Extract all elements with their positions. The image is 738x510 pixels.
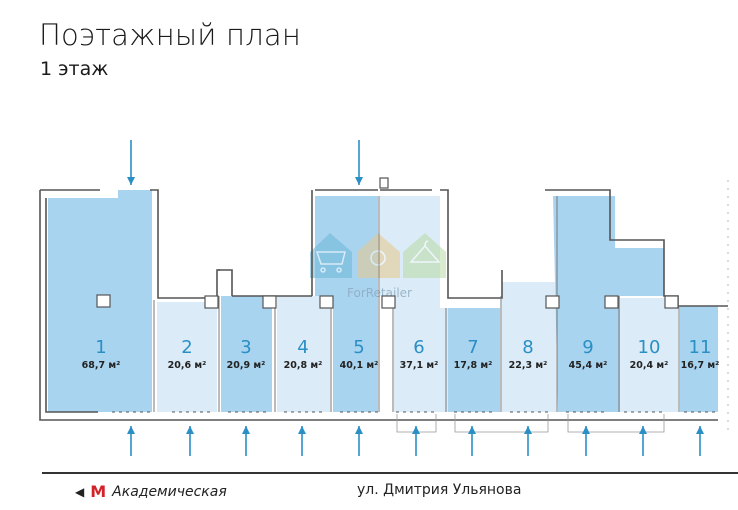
unit-3-number: 3 [240, 337, 251, 358]
metro-logo-icon: М [90, 482, 107, 501]
entrance-arrow-icon [468, 426, 476, 456]
entrance-arrow-icon [696, 426, 704, 456]
watermark-text: ForRetailer [347, 286, 412, 300]
watermark [310, 233, 446, 278]
metro-station-name: Академическая [112, 483, 227, 500]
unit-8-number: 8 [522, 337, 533, 358]
unit-6-number: 6 [413, 337, 424, 358]
unit-7-shape[interactable] [448, 308, 500, 412]
unit-2-area: 20,6 м² [168, 360, 207, 371]
unit-2-number: 2 [181, 337, 192, 358]
unit-10-number: 10 [638, 337, 661, 358]
unit-4-number: 4 [297, 337, 308, 358]
entrance-arrows [127, 140, 704, 456]
entrance-arrow-icon [298, 426, 306, 456]
unit-10-shape[interactable] [620, 298, 678, 412]
entrance-arrow-icon [582, 426, 590, 456]
plate-glyph [370, 250, 386, 266]
pillars [96, 177, 679, 309]
floor-label: 1 этаж [40, 58, 109, 80]
unit-1-number: 1 [95, 337, 106, 358]
unit-8-area: 22,3 м² [509, 360, 548, 371]
unit-2-shape[interactable] [157, 302, 217, 412]
unit-11-number: 11 [689, 337, 712, 358]
unit-4-area: 20,8 м² [284, 360, 323, 371]
unit-3-area: 20,9 м² [227, 360, 266, 371]
unit-10-area: 20,4 м² [630, 360, 669, 371]
street-line [42, 472, 738, 474]
metro-station: ◀ М Академическая [75, 482, 227, 501]
entrance-steps [396, 414, 665, 433]
unit-7-number: 7 [467, 337, 478, 358]
walls [39, 189, 728, 421]
street-name: ул. Дмитрия Ульянова [357, 482, 522, 498]
unit-4-shape[interactable] [277, 296, 330, 412]
unit-1-area: 68,7 м² [82, 360, 121, 371]
clothes-hanger-icon [403, 233, 446, 278]
unit-11-area: 16,7 м² [681, 360, 720, 371]
page-title: Поэтажный план [39, 18, 301, 52]
unit-9-number: 9 [582, 337, 593, 358]
entrance-arrow-icon [186, 426, 194, 456]
entrance-arrow-icon [524, 426, 532, 456]
unit-11-shape[interactable] [680, 306, 718, 412]
unit-5-area: 40,1 м² [340, 360, 379, 371]
unit-3-shape[interactable] [221, 296, 272, 412]
unit-6-area: 37,1 м² [400, 360, 439, 371]
partitions [153, 196, 680, 412]
hanger-glyph [409, 240, 441, 263]
shopping-cart-icon [310, 233, 352, 278]
entrance-arrow-icon [127, 140, 135, 185]
unit-7-area: 17,8 м² [454, 360, 493, 371]
entrance-arrow-icon [412, 426, 420, 456]
unit-9-area: 45,4 м² [569, 360, 608, 371]
unit-1-upper [118, 190, 152, 200]
entrance-arrow-icon [355, 426, 363, 456]
unit-labels: 1 68,7 м² 2 20,6 м² 3 20,9 м² 4 20,8 м² 5 40,1 м²… [82, 337, 720, 371]
unit-5-number: 5 [353, 337, 364, 358]
entrance-arrow-icon [639, 426, 647, 456]
unit-8-shape[interactable] [502, 282, 556, 412]
entrance-arrow-icon [127, 426, 135, 456]
direction-arrow-icon: ◀ [75, 484, 85, 499]
entrance-arrow-icon [355, 140, 363, 185]
entrance-arrow-icon [242, 426, 250, 456]
cart-glyph [315, 251, 346, 273]
